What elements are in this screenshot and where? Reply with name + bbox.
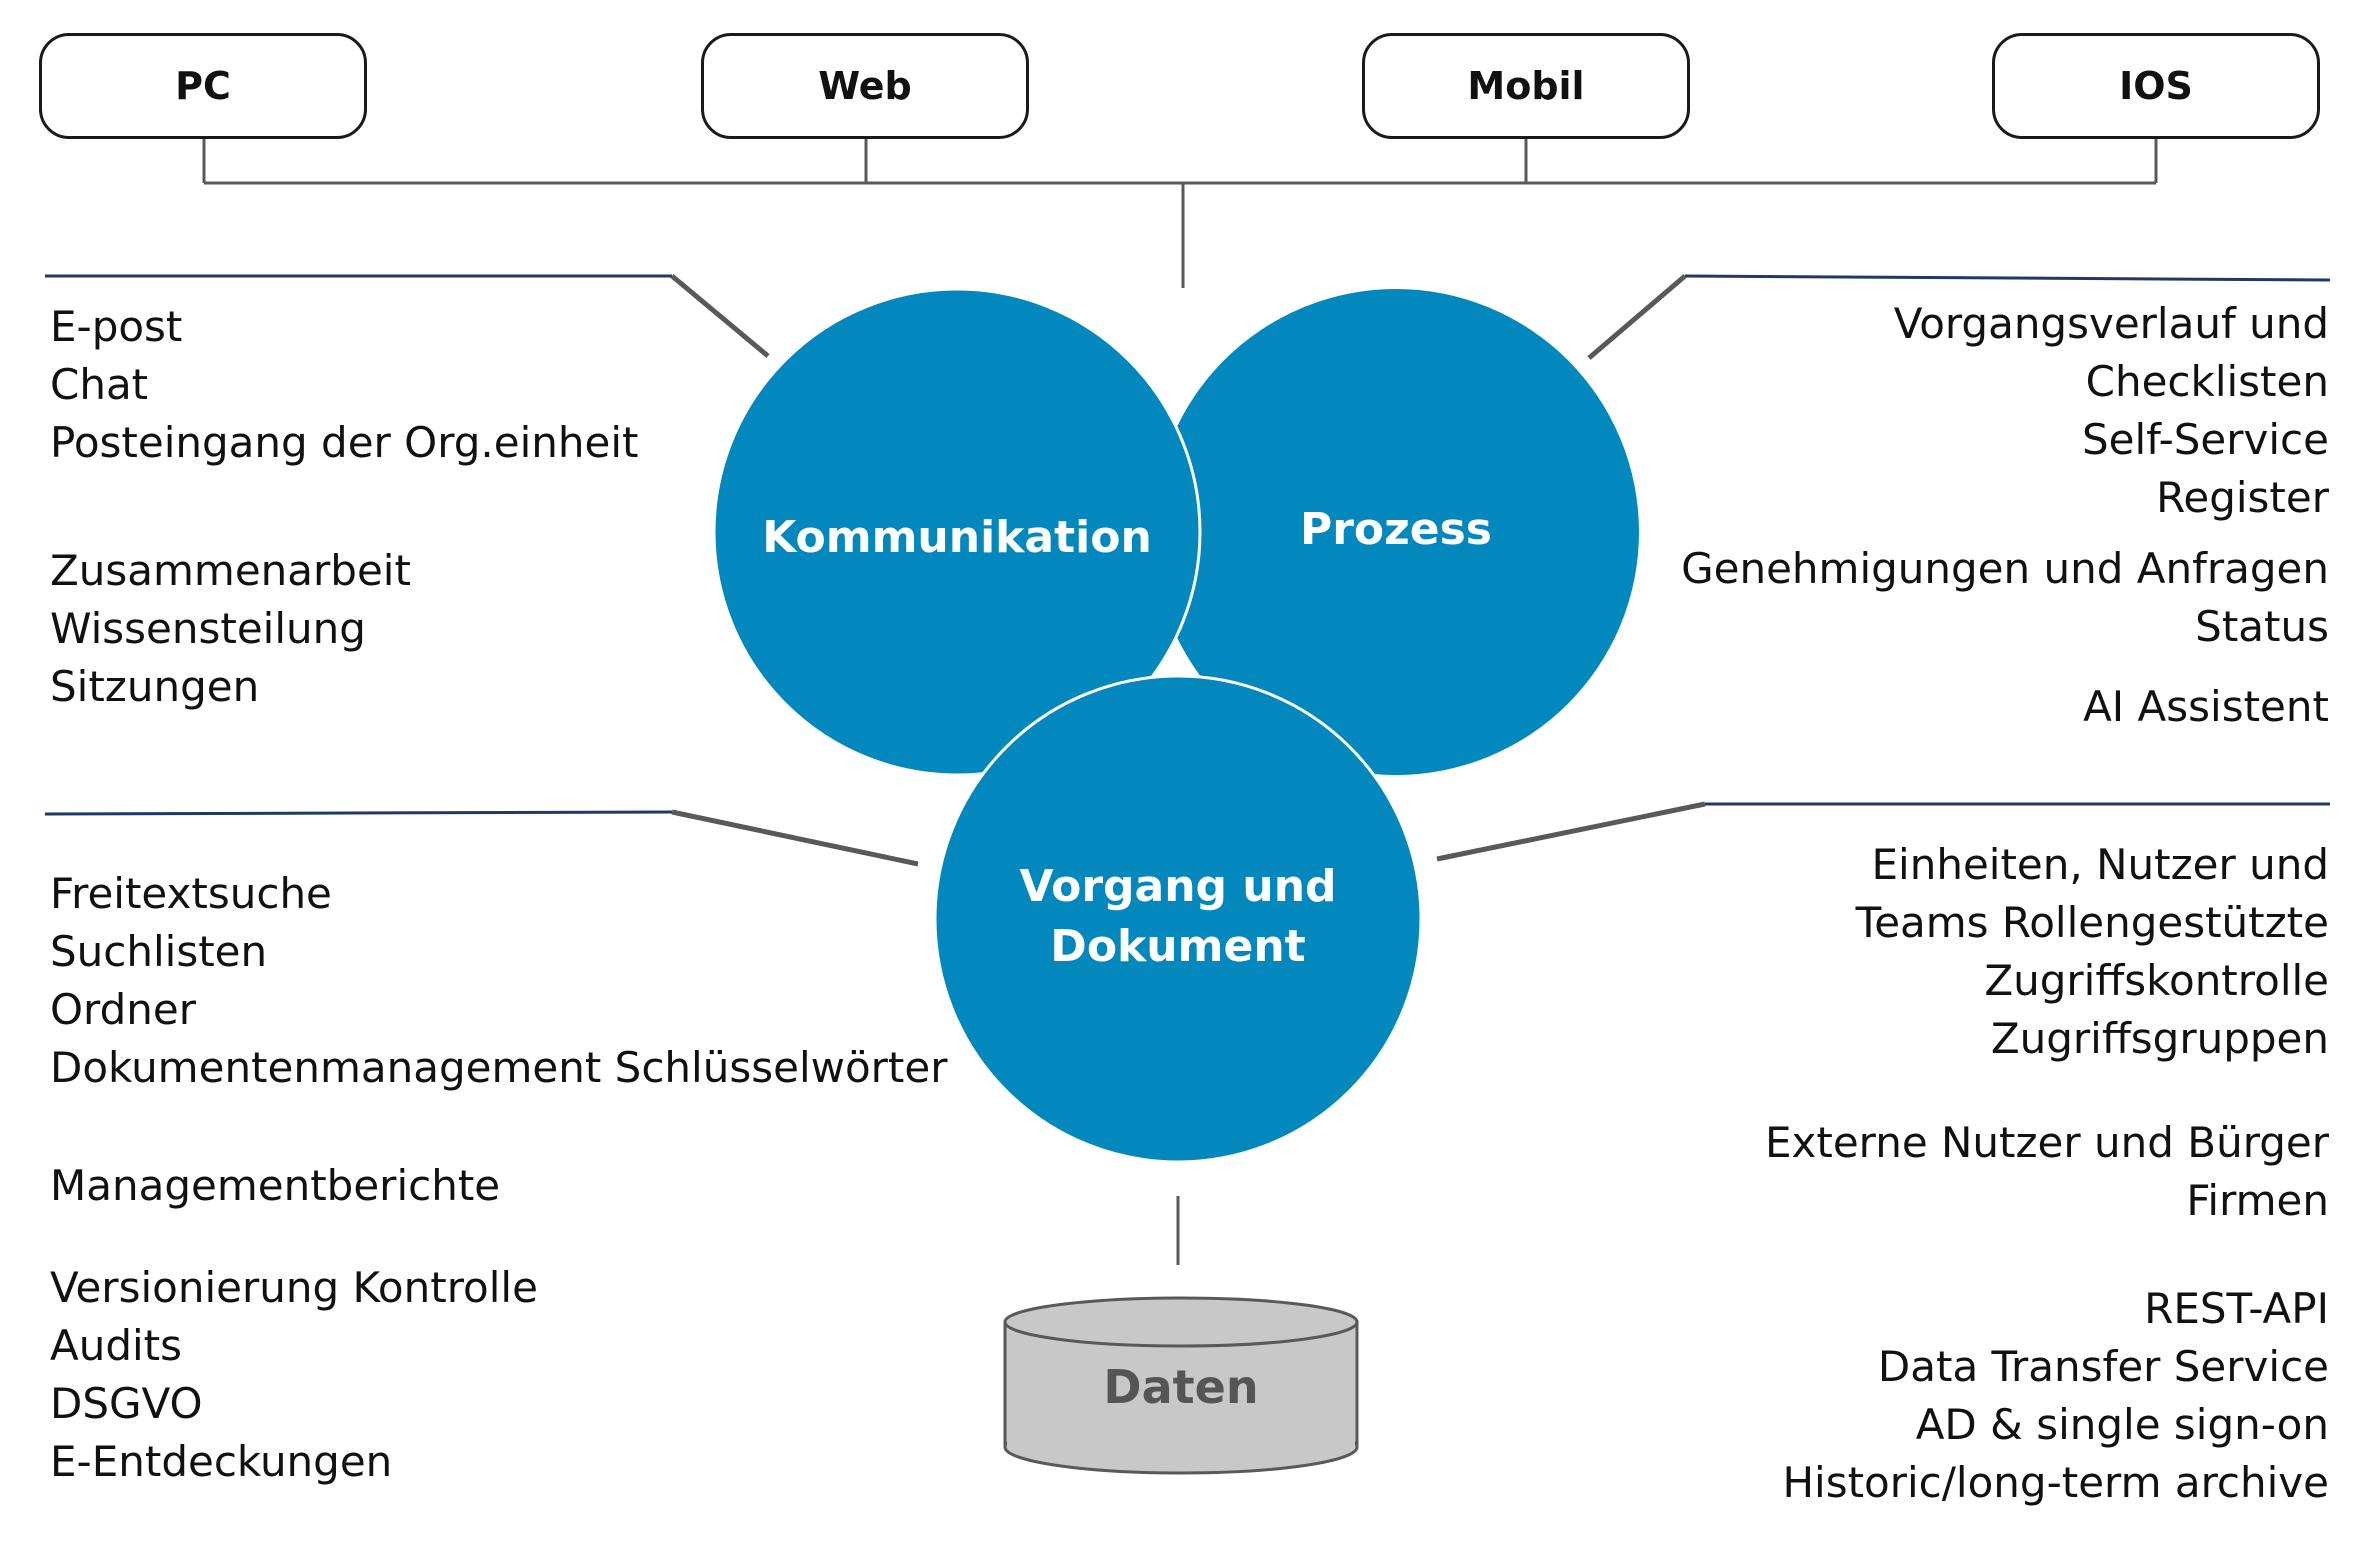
platform-pc-box: PC: [39, 33, 367, 139]
left-top-group2: Zusammenarbeit Wissensteilung Sitzungen: [50, 542, 411, 716]
feature-item: E-Entdeckungen: [50, 1437, 393, 1486]
feature-item: Externe Nutzer und Bürger: [1764, 1118, 2329, 1167]
feature-item: Dokumentenmanagement Schlüsselwörter: [50, 1043, 948, 1092]
left-bottom-group1: Freitextsuche Suchlisten Ordner Dokument…: [50, 865, 948, 1097]
section-header-lines: [44, 274, 2331, 816]
feature-item: Posteingang der Org.einheit: [50, 418, 639, 467]
feature-item: Wissensteilung: [50, 604, 366, 653]
feature-item: Vorgangsverlauf und: [1893, 299, 2329, 348]
feature-item: Firmen: [2186, 1176, 2329, 1225]
left-bottom-group2: Managementberichte: [50, 1157, 500, 1215]
kommunikation-label: Kommunikation: [762, 512, 1152, 563]
platform-ios-box: IOS: [1992, 33, 2320, 139]
vorgang-label-line1: Vorgang und: [1019, 861, 1337, 912]
prozess-label: Prozess: [1299, 504, 1492, 555]
feature-item: AI Assistent: [2083, 682, 2329, 731]
feature-item: Suchlisten: [50, 927, 268, 976]
feature-item: DSGVO: [50, 1379, 203, 1428]
feature-item: Audits: [50, 1321, 183, 1370]
feature-item: Zusammenarbeit: [50, 546, 411, 595]
daten-label: Daten: [1103, 1360, 1259, 1414]
leader-lines: [670, 274, 1706, 867]
feature-item: Managementberichte: [50, 1161, 501, 1210]
right-top-group3: AI Assistent: [2083, 678, 2329, 736]
feature-item: Register: [2156, 473, 2329, 522]
feature-item: Ordner: [50, 985, 196, 1034]
right-top-group2: Genehmigungen und Anfragen Status: [1681, 540, 2329, 656]
right-bottom-group2: Externe Nutzer und Bürger Firmen: [1765, 1114, 2329, 1230]
right-bottom-group3: REST-API Data Transfer Service AD & sing…: [1782, 1280, 2329, 1512]
platform-connectors: [202, 139, 2158, 288]
kommunikation-circle: [712, 287, 1202, 777]
left-bottom-group3: Versionierung Kontrolle Audits DSGVO E-E…: [50, 1259, 538, 1491]
right-bottom-group1: Einheiten, Nutzer und Teams Rollengestüt…: [1856, 836, 2329, 1068]
feature-item: Historic/long-term archive: [1782, 1458, 2329, 1507]
vorgang-label: Vorgang und Dokument: [935, 857, 1421, 977]
feature-item: Genehmigungen und Anfragen: [1681, 544, 2329, 593]
storage-cylinder: [1003, 1296, 1359, 1475]
feature-item: Chat: [50, 360, 149, 409]
feature-item: Versionierung Kontrolle: [50, 1263, 538, 1312]
feature-item: Self-Service: [2081, 415, 2329, 464]
feature-item: Sitzungen: [50, 662, 260, 711]
feature-item: Checklisten: [2085, 357, 2329, 406]
feature-item: Data Transfer Service: [1877, 1342, 2329, 1391]
prozess-circle: [1153, 289, 1639, 775]
feature-item: Freitextsuche: [50, 869, 332, 918]
left-top-group1: E-post Chat Posteingang der Org.einheit: [50, 298, 638, 472]
vorgang-circle: [933, 674, 1423, 1164]
feature-item: Zugriffskontrolle: [1984, 956, 2329, 1005]
feature-item: Teams Rollengestützte: [1855, 898, 2329, 947]
platform-mobil-box: Mobil: [1362, 33, 1690, 139]
feature-item: REST-API: [2144, 1284, 2329, 1333]
feature-item: AD & single sign-on: [1915, 1400, 2329, 1449]
platform-web-box: Web: [701, 33, 1029, 139]
feature-item: E-post: [50, 302, 183, 351]
feature-item: Status: [2195, 602, 2329, 651]
vorgang-label-line2: Dokument: [1050, 921, 1306, 972]
feature-item: Zugriffsgruppen: [1990, 1014, 2329, 1063]
feature-item: Einheiten, Nutzer und: [1871, 840, 2330, 889]
right-top-group1: Vorgangsverlauf und Checklisten Self-Ser…: [1894, 295, 2329, 527]
